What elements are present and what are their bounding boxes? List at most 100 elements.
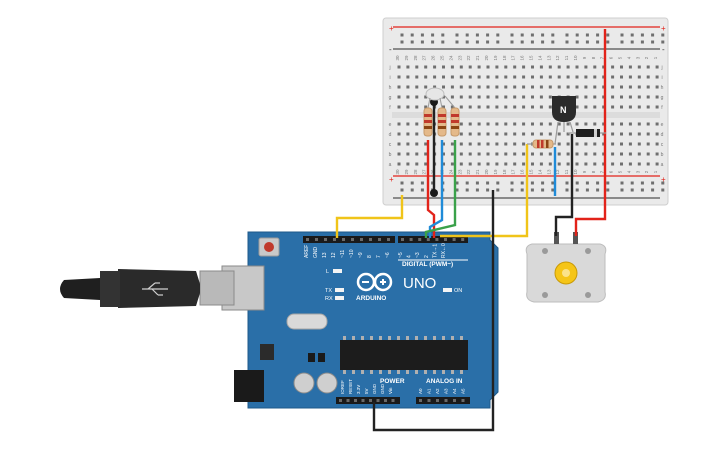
header-pin[interactable]: [461, 238, 465, 241]
breadboard-hole[interactable]: [646, 75, 650, 79]
wire-yellow-signal[interactable]: [440, 144, 529, 238]
breadboard-hole[interactable]: [602, 132, 606, 136]
breadboard-hole[interactable]: [637, 162, 641, 166]
header-pin[interactable]: [361, 399, 365, 402]
breadboard-hole[interactable]: [548, 85, 552, 89]
header-pin[interactable]: [378, 238, 381, 241]
rail-hole[interactable]: [530, 181, 534, 185]
breadboard-hole[interactable]: [611, 75, 615, 79]
breadboard-hole[interactable]: [575, 95, 579, 99]
breadboard-hole[interactable]: [637, 142, 641, 146]
rail-hole[interactable]: [630, 40, 634, 44]
breadboard-hole[interactable]: [486, 152, 490, 156]
header-pin[interactable]: [427, 399, 431, 402]
wire-black-motor[interactable]: [554, 134, 574, 236]
breadboard-hole[interactable]: [486, 75, 490, 79]
rail-hole[interactable]: [486, 181, 490, 185]
breadboard-hole[interactable]: [620, 122, 623, 126]
breadboard-hole[interactable]: [397, 162, 401, 166]
breadboard-hole[interactable]: [504, 122, 508, 126]
breadboard-hole[interactable]: [539, 122, 543, 126]
rail-hole[interactable]: [620, 40, 624, 44]
breadboard-hole[interactable]: [459, 152, 463, 156]
breadboard-hole[interactable]: [557, 122, 561, 126]
breadboard-hole[interactable]: [620, 65, 623, 69]
breadboard-hole[interactable]: [531, 122, 534, 126]
rail-hole[interactable]: [520, 40, 524, 44]
breadboard-hole[interactable]: [495, 142, 499, 146]
header-pin[interactable]: [418, 238, 422, 241]
breadboard-hole[interactable]: [593, 122, 597, 126]
rail-hole[interactable]: [486, 40, 490, 44]
rail-hole[interactable]: [455, 33, 459, 37]
breadboard-hole[interactable]: [531, 152, 534, 156]
breadboard-hole[interactable]: [397, 95, 401, 99]
breadboard-hole[interactable]: [557, 75, 561, 79]
breadboard-hole[interactable]: [655, 85, 659, 89]
breadboard-hole[interactable]: [637, 132, 641, 136]
breadboard-hole[interactable]: [513, 162, 517, 166]
breadboard-hole[interactable]: [468, 142, 472, 146]
breadboard-hole[interactable]: [424, 75, 428, 79]
rail-hole[interactable]: [496, 188, 500, 192]
breadboard-hole[interactable]: [486, 162, 490, 166]
breadboard-hole[interactable]: [557, 142, 561, 146]
breadboard-hole[interactable]: [513, 122, 517, 126]
rail-hole[interactable]: [510, 33, 514, 37]
rail-hole[interactable]: [520, 181, 524, 185]
rail-hole[interactable]: [596, 40, 600, 44]
breadboard-hole[interactable]: [442, 85, 445, 89]
breadboard-hole[interactable]: [655, 162, 659, 166]
breadboard-hole[interactable]: [495, 162, 499, 166]
rail-hole[interactable]: [661, 181, 665, 185]
breadboard-hole[interactable]: [593, 152, 597, 156]
breadboard-hole[interactable]: [646, 85, 650, 89]
breadboard-hole[interactable]: [593, 75, 597, 79]
rail-hole[interactable]: [465, 188, 469, 192]
breadboard-hole[interactable]: [442, 152, 445, 156]
breadboard-hole[interactable]: [566, 75, 570, 79]
breadboard-hole[interactable]: [646, 152, 650, 156]
rail-hole[interactable]: [620, 181, 624, 185]
breadboard-hole[interactable]: [531, 95, 534, 99]
breadboard-hole[interactable]: [637, 152, 641, 156]
breadboard-hole[interactable]: [646, 132, 650, 136]
rail-hole[interactable]: [606, 40, 610, 44]
breadboard-hole[interactable]: [450, 152, 454, 156]
breadboard-hole[interactable]: [459, 162, 463, 166]
breadboard-hole[interactable]: [548, 95, 552, 99]
breadboard-hole[interactable]: [513, 65, 517, 69]
rail-hole[interactable]: [400, 33, 404, 37]
breadboard-hole[interactable]: [539, 105, 543, 109]
breadboard-hole[interactable]: [495, 65, 499, 69]
breadboard-hole[interactable]: [628, 132, 632, 136]
breadboard-hole[interactable]: [637, 105, 641, 109]
rail-hole[interactable]: [565, 40, 569, 44]
breadboard-hole[interactable]: [628, 162, 632, 166]
rail-hole[interactable]: [640, 188, 644, 192]
breadboard-hole[interactable]: [442, 162, 445, 166]
breadboard-hole[interactable]: [415, 75, 419, 79]
wire-red-led[interactable]: [426, 140, 436, 238]
breadboard-hole[interactable]: [548, 105, 552, 109]
breadboard-hole[interactable]: [450, 85, 454, 89]
breadboard-hole[interactable]: [620, 142, 623, 146]
breadboard-hole[interactable]: [468, 95, 472, 99]
breadboard-hole[interactable]: [584, 95, 588, 99]
header-pin[interactable]: [444, 399, 448, 402]
rail-hole[interactable]: [606, 181, 610, 185]
rail-hole[interactable]: [651, 188, 655, 192]
breadboard-hole[interactable]: [539, 65, 543, 69]
rail-hole[interactable]: [575, 188, 579, 192]
header-pin[interactable]: [426, 238, 430, 241]
breadboard-hole[interactable]: [620, 105, 623, 109]
breadboard-hole[interactable]: [406, 85, 410, 89]
rail-hole[interactable]: [455, 40, 459, 44]
breadboard-hole[interactable]: [531, 162, 534, 166]
header-pin[interactable]: [369, 399, 372, 402]
rail-hole[interactable]: [475, 188, 479, 192]
breadboard-hole[interactable]: [566, 65, 570, 69]
breadboard-hole[interactable]: [459, 142, 463, 146]
rail-hole[interactable]: [620, 33, 624, 37]
rail-hole[interactable]: [541, 188, 545, 192]
